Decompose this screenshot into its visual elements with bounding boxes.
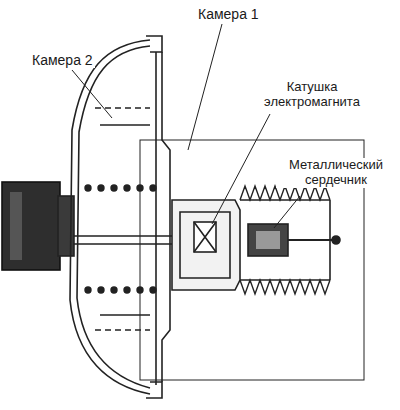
- spring-coil: [137, 287, 143, 293]
- spring-coil: [124, 287, 130, 293]
- spring-coil: [85, 185, 91, 191]
- part-label: Камера 1: [196, 6, 261, 22]
- spring-coil: [85, 287, 91, 293]
- part-label: Катушка электромагнита: [254, 80, 370, 110]
- part-label: Металлический сердечник: [276, 158, 396, 188]
- spring-coil: [150, 287, 156, 293]
- spring-coil: [111, 185, 117, 191]
- part-label: Камера 2: [30, 52, 95, 68]
- bellows-fold: [240, 280, 330, 294]
- spring-coil: [98, 287, 104, 293]
- spring-coil: [150, 185, 156, 191]
- spring-coil: [98, 185, 104, 191]
- spring-coil: [137, 185, 143, 191]
- bellows-fold: [240, 186, 330, 200]
- spring-coil: [124, 185, 130, 191]
- spring-coil: [111, 287, 117, 293]
